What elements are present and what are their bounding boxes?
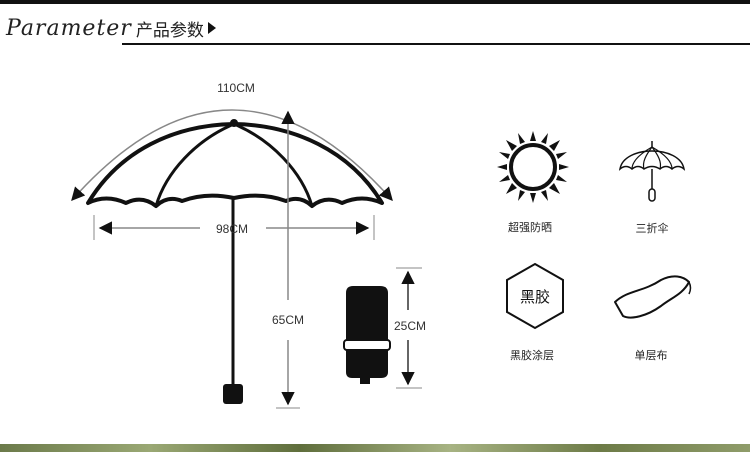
folded-dimension: 25CM xyxy=(394,267,426,389)
feature-label-sun-protection: 超强防晒 xyxy=(508,221,552,234)
sun-icon xyxy=(497,131,569,203)
badge-text: 黑胶 xyxy=(520,288,550,306)
span-width-label: 98CM xyxy=(216,222,248,236)
folded-umbrella xyxy=(343,286,391,384)
feature-label-single-layer: 单层布 xyxy=(634,349,668,362)
hexagon-badge-icon: 黑胶 xyxy=(506,262,564,330)
arc-width-label: 110CM xyxy=(217,81,255,95)
play-arrow-icon xyxy=(207,22,216,34)
umbrella-icon xyxy=(618,141,686,202)
bottom-photo-strip xyxy=(0,444,750,452)
umbrella-canopy xyxy=(86,119,384,208)
feature-label-tri-fold: 三折伞 xyxy=(635,222,669,235)
top-border-bar xyxy=(0,0,750,4)
header-underline xyxy=(122,43,750,45)
header-title-en: Parameter xyxy=(6,15,132,41)
fabric-icon xyxy=(614,275,692,319)
folded-length-label: 25CM xyxy=(394,319,426,333)
header-title-cn: 产品参数 xyxy=(135,20,204,41)
span-dimension: 98CM xyxy=(93,215,375,240)
open-height-label: 65CM xyxy=(272,313,304,327)
section-header: Parameter 产品参数 xyxy=(6,14,216,42)
height-dimension: 65CM xyxy=(272,110,304,409)
arc-dimension: 110CM xyxy=(71,81,393,202)
umbrella-shaft xyxy=(223,198,243,404)
feature-label-black-coating: 黑胶涂层 xyxy=(510,349,554,362)
